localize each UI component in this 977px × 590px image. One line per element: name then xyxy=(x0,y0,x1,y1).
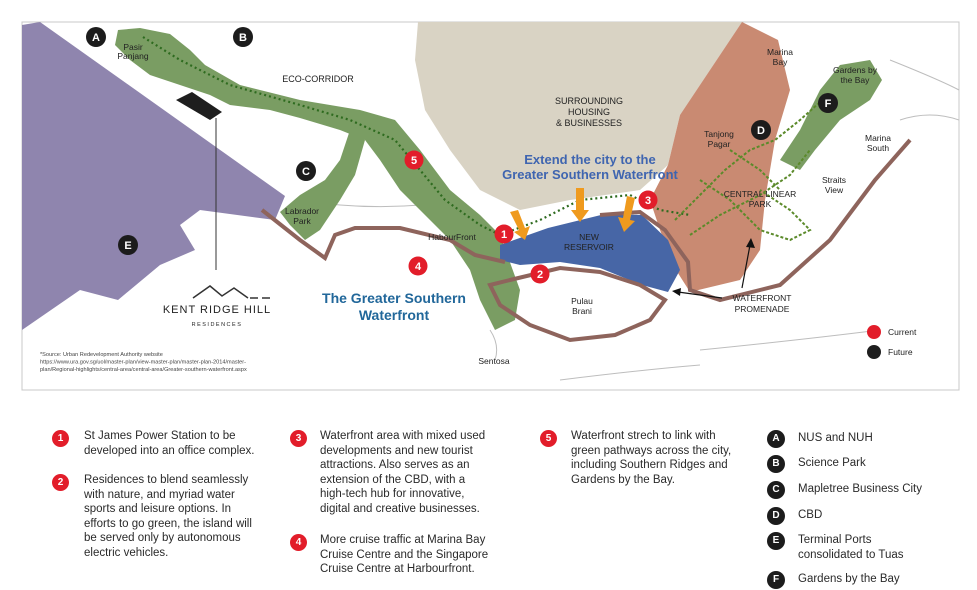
promenade-arrow-line xyxy=(677,291,723,299)
legend-item-A: A NUS and NUH xyxy=(767,430,967,450)
svg-text:1: 1 xyxy=(501,229,507,241)
key-current-label: Current xyxy=(888,327,917,337)
legend-item-F: F Gardens by the Bay xyxy=(767,571,967,589)
map-marker-5: 5 xyxy=(404,150,424,170)
map-marker-4: 4 xyxy=(408,256,428,276)
waterfront-outline-west xyxy=(260,208,506,264)
legend-text-B: Science Park xyxy=(798,457,866,469)
legend-text-E: Terminal Ports consolidated to Tuas xyxy=(798,534,904,561)
legend-text-A: NUS and NUH xyxy=(798,432,873,444)
legend-badge-C: C xyxy=(767,481,785,499)
svg-text:F: F xyxy=(825,98,832,110)
legend-badge-4: 4 xyxy=(290,534,307,551)
legend-badge-D: D xyxy=(767,507,785,525)
kent-ridge-logo-mark xyxy=(192,285,270,299)
gardens-strip-area xyxy=(780,60,882,170)
logo-sub: RESIDENCES xyxy=(192,322,243,328)
legend-text-5: Waterfront strech to link with green pat… xyxy=(571,430,732,486)
legend-badge-F: F xyxy=(767,571,785,589)
legend-text-2: Residences to blend seamlessly with natu… xyxy=(84,474,252,559)
svg-text:C: C xyxy=(302,166,310,178)
legend-badge-5: 5 xyxy=(540,430,557,447)
map-marker-A: A xyxy=(86,27,106,47)
map-marker-1: 1 xyxy=(494,224,514,244)
map-marker-E: E xyxy=(118,235,138,255)
label-sentosa: Sentosa xyxy=(478,356,509,366)
svg-text:D: D xyxy=(757,125,765,137)
map-marker-2: 2 xyxy=(530,264,550,284)
legend-badge-E: E xyxy=(767,532,785,550)
legend-item-3: 3 Waterfront area with mixed used develo… xyxy=(280,430,520,520)
source-note: *Source: Urban Redevelopment Authority w… xyxy=(40,352,247,373)
legend-badge-2: 2 xyxy=(52,474,69,491)
linear-park-arrow-head xyxy=(746,238,755,248)
central-linear-park-dotted xyxy=(674,94,829,242)
legend-item-D: D CBD xyxy=(767,507,967,527)
svg-text:E: E xyxy=(124,240,131,252)
label-eco-corridor: ECO-CORRIDOR xyxy=(282,74,354,84)
future-development-block xyxy=(176,92,222,120)
svg-text:4: 4 xyxy=(415,261,422,273)
legend-item-B: B Science Park xyxy=(767,455,967,475)
eco-corridor-area xyxy=(115,28,520,330)
key-future-label: Future xyxy=(888,347,913,357)
terminal-ports-area xyxy=(22,22,285,330)
legend-item-2: 2 Residences to blend seamlessly with na… xyxy=(40,474,280,564)
legend-item-1: 1 St James Power Station to be developed… xyxy=(40,430,280,460)
legend-text-1: St James Power Station to be developed i… xyxy=(84,430,255,457)
new-reservoir xyxy=(500,214,680,292)
waterfront-outline-east xyxy=(599,138,912,303)
promenade-arrow-head xyxy=(672,288,681,296)
legend-text-F: Gardens by the Bay xyxy=(798,573,900,585)
map-marker-3: 3 xyxy=(638,190,658,210)
legend-badge-1: 1 xyxy=(52,430,69,447)
legend-text-C: Mapletree Business City xyxy=(798,483,922,495)
label-harbourfront: HabourFront xyxy=(428,232,476,242)
legend-badge-B: B xyxy=(767,455,785,473)
legend-text-3: Waterfront area with mixed used developm… xyxy=(320,430,486,515)
svg-text:5: 5 xyxy=(411,155,417,167)
legend-text-4: More cruise traffic at Marina Bay Cruise… xyxy=(320,534,489,575)
legend-item-5: 5 Waterfront strech to link with green p… xyxy=(530,430,750,490)
key-current-dot xyxy=(867,325,881,339)
map-marker-D: D xyxy=(751,120,771,140)
linear-park-arrow-line xyxy=(741,244,751,289)
legend-item-E: E Terminal Ports consolidated to Tuas xyxy=(767,532,967,564)
map-marker-B: B xyxy=(233,27,253,47)
legend-item-C: C Mapletree Business City xyxy=(767,481,967,501)
green-pathway-dotted xyxy=(142,36,691,237)
labrador-park-area xyxy=(280,130,365,240)
map-marker-C: C xyxy=(296,161,316,181)
svg-text:B: B xyxy=(239,32,247,44)
svg-text:2: 2 xyxy=(537,269,543,281)
legend-item-4: 4 More cruise traffic at Marina Bay Crui… xyxy=(280,534,520,584)
legend-text-D: CBD xyxy=(798,509,823,521)
svg-text:A: A xyxy=(92,32,100,44)
surrounding-housing-area xyxy=(415,22,742,210)
orange-arrows xyxy=(510,188,635,240)
legend-badge-3: 3 xyxy=(290,430,307,447)
map-marker-F: F xyxy=(818,93,838,113)
coastline-lines xyxy=(299,59,959,381)
svg-text:3: 3 xyxy=(645,195,651,207)
logo-name: KENT RIDGE HILL xyxy=(163,304,271,316)
key-future-dot xyxy=(867,345,881,359)
legend-badge-A: A xyxy=(767,430,785,448)
pulau-brani-outline xyxy=(487,265,668,343)
